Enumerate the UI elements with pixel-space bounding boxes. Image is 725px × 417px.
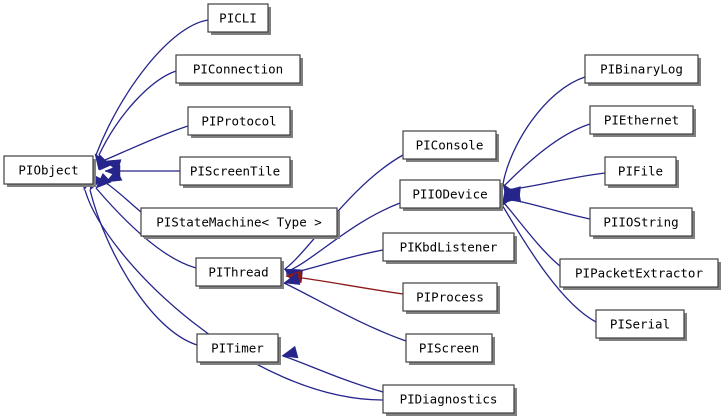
edge-pipacketextractor-to-piiodevice bbox=[503, 202, 561, 267]
node-label: PIConnection bbox=[193, 62, 283, 77]
node-box[interactable] bbox=[589, 207, 693, 237]
node-box[interactable] bbox=[382, 232, 515, 262]
node-box[interactable] bbox=[196, 333, 279, 363]
node-box[interactable] bbox=[604, 156, 677, 186]
node-label: PISerial bbox=[610, 317, 670, 332]
node-box[interactable] bbox=[589, 105, 694, 135]
edge-piconnection-to-piobject bbox=[98, 70, 177, 156]
node-box[interactable] bbox=[584, 54, 699, 84]
class-node-piscreen[interactable]: PIScreen bbox=[405, 333, 495, 365]
node-label: PICLI bbox=[219, 11, 257, 26]
node-label: PIPacketExtractor bbox=[575, 266, 703, 281]
class-node-pidiagnostics[interactable]: PIDiagnostics bbox=[382, 384, 517, 416]
class-node-pikbdlistener[interactable]: PIKbdListener bbox=[382, 232, 517, 264]
class-node-piserial[interactable]: PISerial bbox=[595, 309, 687, 341]
edge-picli-to-piobject bbox=[95, 19, 209, 156]
edge-piethernet-to-piiodevice bbox=[503, 123, 591, 187]
class-node-pithread[interactable]: PIThread bbox=[195, 257, 284, 289]
edge-piscreen-to-pithread bbox=[283, 282, 407, 342]
node-box[interactable] bbox=[399, 179, 501, 209]
node-box[interactable] bbox=[382, 384, 515, 414]
arrowhead-to-piobject bbox=[98, 153, 112, 171]
nodes-layer: PIObject PICLI PIConnectionPIProtocolPIScr… bbox=[3, 3, 721, 416]
edge-piiostring-to-piiodevice bbox=[504, 198, 591, 220]
edge-pibinarylog-to-piiodevice bbox=[502, 76, 586, 185]
class-node-pipacketextractor[interactable]: PIPacketExtractor bbox=[559, 258, 721, 290]
edge-piiodevice-to-pithread bbox=[285, 202, 401, 273]
class-node-pistatemachine[interactable]: PIStateMachine< Type > bbox=[140, 207, 340, 239]
class-node-pifile[interactable]: PIFile bbox=[604, 156, 679, 188]
class-node-piethernet[interactable]: PIEthernet bbox=[589, 105, 696, 137]
node-label: PIProtocol bbox=[201, 114, 276, 129]
node-label: PIProcess bbox=[416, 290, 484, 305]
node-box[interactable] bbox=[3, 155, 94, 185]
node-box[interactable] bbox=[595, 309, 685, 339]
edge-pistatemachine-to-piobject bbox=[105, 182, 142, 213]
node-box[interactable] bbox=[559, 258, 719, 288]
node-label: PIScreen bbox=[419, 341, 479, 356]
node-label: PITimer bbox=[211, 341, 264, 356]
class-node-piprocess[interactable]: PIProcess bbox=[402, 282, 500, 314]
arrowhead-to-piiodevice bbox=[501, 189, 516, 207]
class-node-piconnection[interactable]: PIConnection bbox=[175, 54, 303, 86]
edge-pidiagnostics-to-piobject bbox=[84, 189, 384, 401]
class-node-picli[interactable]: PICLI bbox=[207, 3, 271, 35]
class-node-pitimer[interactable]: PITimer bbox=[196, 333, 281, 365]
node-label: PIFile bbox=[618, 164, 663, 179]
edge-piserial-to-piiodevice bbox=[501, 204, 597, 323]
arrowhead-to-pitimer bbox=[281, 345, 299, 359]
node-box[interactable] bbox=[207, 3, 269, 33]
node-label: PIScreenTile bbox=[190, 164, 280, 179]
node-label: PIObject bbox=[18, 163, 78, 178]
node-label: PIIOString bbox=[603, 215, 678, 230]
node-label: PIThread bbox=[208, 265, 268, 280]
node-box[interactable] bbox=[402, 130, 497, 160]
node-label: PIStateMachine< Type > bbox=[156, 215, 322, 230]
node-label: PIIODevice bbox=[412, 187, 487, 202]
edge-piprocess-to-pithread bbox=[285, 275, 404, 295]
class-node-piobject[interactable]: PIObject bbox=[3, 155, 96, 187]
class-node-piprotocol[interactable]: PIProtocol bbox=[187, 106, 293, 138]
arrowheads-layer bbox=[82, 153, 522, 359]
class-node-pibinarylog[interactable]: PIBinaryLog bbox=[584, 54, 701, 86]
node-box[interactable] bbox=[140, 207, 338, 237]
node-label: PIConsole bbox=[416, 138, 484, 153]
arrowhead-to-piobject bbox=[105, 169, 123, 183]
node-label: PIDiagnostics bbox=[400, 392, 498, 407]
node-box[interactable] bbox=[175, 54, 301, 84]
edge-pidiagnostics-to-pitimer bbox=[282, 355, 384, 393]
class-node-piiostring[interactable]: PIIOString bbox=[589, 207, 695, 239]
arrowhead-to-pithread bbox=[283, 272, 301, 285]
class-node-piiodevice[interactable]: PIIODevice bbox=[399, 179, 503, 211]
edge-piprotocol-to-piobject bbox=[104, 125, 189, 161]
class-node-piscreentile[interactable]: PIScreenTile bbox=[179, 156, 293, 188]
node-box[interactable] bbox=[402, 282, 498, 312]
node-box[interactable] bbox=[405, 333, 493, 363]
node-label: PIBinaryLog bbox=[600, 62, 683, 77]
class-node-piconsole[interactable]: PIConsole bbox=[402, 130, 499, 162]
node-box[interactable] bbox=[187, 106, 291, 136]
edge-pitimer-to-piobject bbox=[89, 189, 198, 346]
node-box[interactable] bbox=[195, 257, 282, 287]
node-box[interactable] bbox=[179, 156, 291, 186]
node-label: PIEthernet bbox=[604, 113, 679, 128]
node-label: PIKbdListener bbox=[400, 240, 498, 255]
